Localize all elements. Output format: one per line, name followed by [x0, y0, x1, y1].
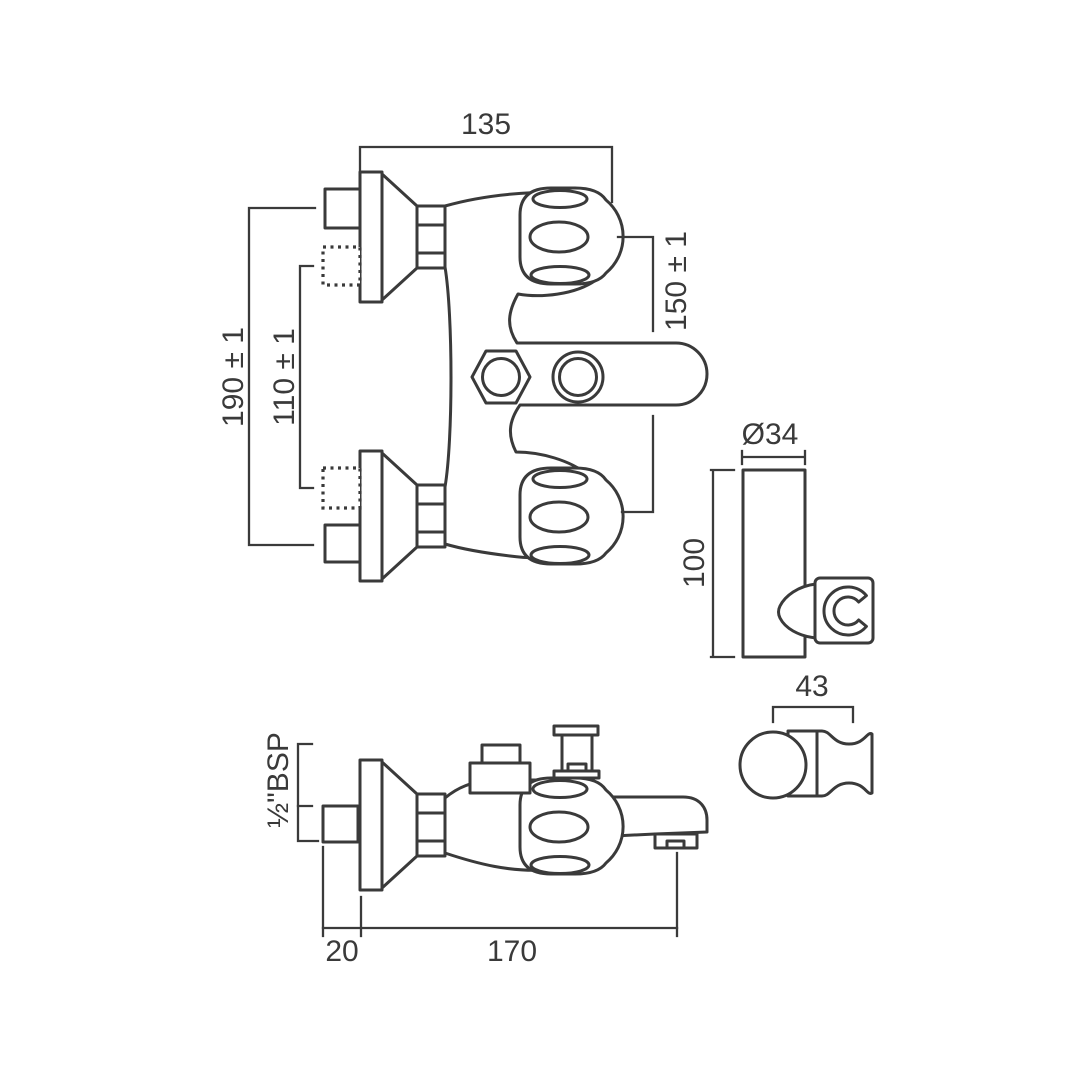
dim-label-bsp: ½"BSP [262, 732, 295, 828]
dim-label-170: 170 [487, 935, 537, 968]
front-view: 135 190 ± 1 110 ± 1 150 ± 1 [217, 108, 709, 583]
inlet-pipe-side [321, 804, 360, 844]
dim-bracket-depth: 43 [771, 670, 855, 724]
inlet-pipe-top [323, 187, 362, 230]
bracket-clip-c [822, 585, 868, 637]
bracket-side-view: Ø34 100 [678, 418, 875, 659]
diverter-knob [552, 724, 601, 780]
dim-bracket-length: 100 [678, 468, 736, 659]
handle-knob-top [518, 186, 625, 286]
inlet-pipe-top-hidden [321, 245, 362, 287]
inlet-pipe-bottom-hidden [321, 466, 362, 510]
dim-label-43: 43 [795, 670, 828, 703]
hex-nut-bore [481, 357, 521, 397]
dim-bracket-diameter: Ø34 [740, 418, 807, 466]
dim-label-150: 150 ± 1 [660, 231, 693, 331]
dim-handle-centres: 150 ± 1 [616, 231, 693, 514]
outlet-ring-inner [558, 357, 598, 397]
wall-mount-top [358, 170, 447, 304]
dim-overall-height: 190 ± 1 [217, 206, 317, 547]
bracket-plan-body [786, 729, 874, 798]
dim-inlet-centres: 110 ± 1 [268, 264, 315, 490]
bracket-plan-cup [738, 730, 808, 800]
handle-knob-side [518, 776, 625, 876]
wall-mount-bottom [358, 449, 447, 583]
handle-knob-bottom [518, 466, 625, 566]
dim-inlet-thread: ½"BSP [262, 732, 320, 843]
dim-label-20: 20 [325, 935, 358, 968]
bracket-top-view: 43 [738, 670, 874, 800]
wall-mount-side [358, 758, 447, 892]
dim-label-190: 190 ± 1 [217, 327, 250, 427]
bracket-nose-cone [777, 582, 818, 640]
dim-label-135: 135 [461, 108, 511, 141]
dim-body-width: 135 [358, 108, 614, 204]
dim-label-100: 100 [678, 538, 711, 588]
inlet-pipe-bottom [323, 523, 362, 564]
dim-projection: 20 170 [321, 845, 679, 968]
dim-label-110: 110 ± 1 [268, 328, 301, 426]
spout-aerator-notch [665, 839, 686, 850]
dim-label-d34: Ø34 [742, 418, 799, 451]
side-view: ½"BSP 20 170 [262, 724, 709, 968]
bonnet-hex [468, 761, 532, 795]
